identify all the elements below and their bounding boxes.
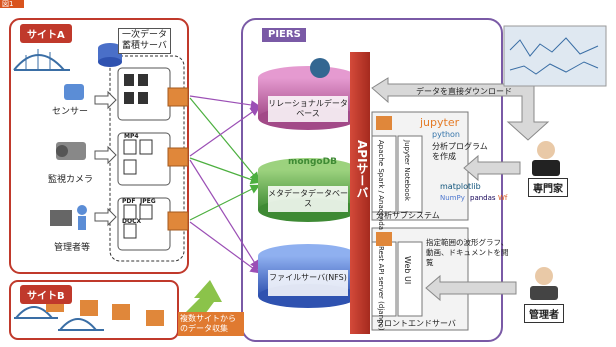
server-cubes-site-a [167,87,189,231]
webui-label: Web UI [403,256,412,285]
file-type-docx: DOCX [122,218,142,225]
api-server-bar [350,52,370,334]
storage-server-icon [98,43,122,67]
lib-logo-wf: Wf [498,194,508,202]
file-type-mp4: MP4 [124,133,139,140]
lib-logo-pandas: pandas [470,194,496,202]
spark-label: Apache Spark / Anaconda [377,140,385,231]
site-a-frame [9,18,189,274]
expert-to-analysis-arrow [463,154,521,182]
admin-etc-icon [50,205,87,230]
analysis-note: 分析プログラムを作成 [432,142,488,161]
expert-person-icon [532,141,560,176]
site-a-label: サイトA [20,24,72,43]
file-type-pdf: PDF [122,198,136,205]
jupyter-logo: jupyter [420,116,460,129]
admin-to-frontend-arrow [425,274,517,302]
api-server-label: APIサーバ [355,140,369,199]
download-arrow [371,77,550,141]
lib-logo-numpy: NumPy [440,194,465,202]
relational-db-label: リレーショナルデータベース [268,99,348,118]
browse-note: 指定範囲の波形グラフ、動画、ドキュメントを閲覧 [426,238,509,267]
rest-api-label: Rest API server (django) [377,246,385,331]
piers-title: PIERS [268,29,301,40]
mongo-logo: mongoDB [288,157,337,167]
sensor-icon [64,84,84,100]
piers-frame [241,18,503,342]
header-badge-label: 図1 [2,0,14,8]
meta-db-label: メタデータデータベース [268,189,348,208]
file-server-label: ファイルサーバ(NFS) [269,273,347,282]
storage-server-label: 一次データ 蓄積サーバ [118,28,172,54]
frontend-server-label: フロントエンドサーバ [376,319,456,328]
download-note: データを直接ダウンロード [416,87,512,96]
source-admin-label: 管理者等 [54,243,91,253]
file-type-jpeg: JPEG [140,198,156,205]
admin-person-icon [530,267,558,300]
site-b-label: サイトB [20,285,72,304]
postgres-logo [310,58,330,78]
analysis-subsystem-label: 分析サブシステム [376,211,440,220]
waveform-thumbnail [503,25,607,87]
site-b-frame [9,280,179,340]
camera-icon [56,142,86,160]
admin-label: 管理者 [524,304,564,323]
lib-logo-matplotlib: matplotlib [440,182,481,191]
bridge-illustration-b [14,306,104,331]
transfer-arrows [189,95,261,274]
python-logo: python [432,130,460,139]
piers-title-tab [262,28,306,42]
jupyter-nb-label: Jupyter Notebook [403,140,411,201]
expert-label: 専門家 [528,178,568,197]
collection-note: 複数サイトからのデータ収集 [178,312,244,336]
source-camera-label: 監視カメラ [48,175,94,185]
bridge-illustration-a [13,49,70,71]
source-arrows [94,90,117,227]
source-sensor-label: センサー [52,107,89,117]
header-badge [0,0,24,8]
